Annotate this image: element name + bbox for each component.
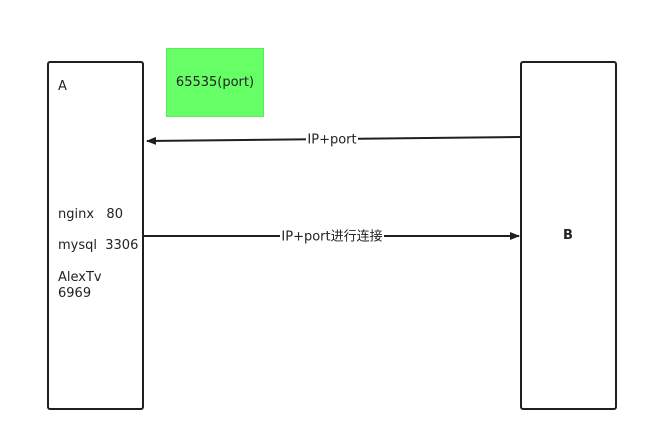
port-note-text: 65535(port)	[175, 75, 255, 90]
node-b-label: B	[563, 228, 573, 243]
service-alextv-name: AlexTv	[58, 270, 102, 285]
node-b-box	[520, 61, 617, 410]
node-a-label: A	[58, 79, 67, 94]
arrow-a-to-b-label-bg	[280, 228, 384, 244]
service-mysql: mysql 3306	[58, 238, 139, 253]
port-note: 65535(port)	[166, 48, 264, 117]
service-nginx: nginx 80	[58, 207, 123, 222]
arrow-b-to-a-label-bg	[306, 131, 358, 147]
node-a-box	[47, 61, 144, 410]
arrow-a-to-b-label: IP+port进行连接	[281, 229, 382, 245]
service-alextv-port: 6969	[58, 286, 92, 301]
arrow-b-to-a-label: IP+port	[307, 133, 356, 148]
